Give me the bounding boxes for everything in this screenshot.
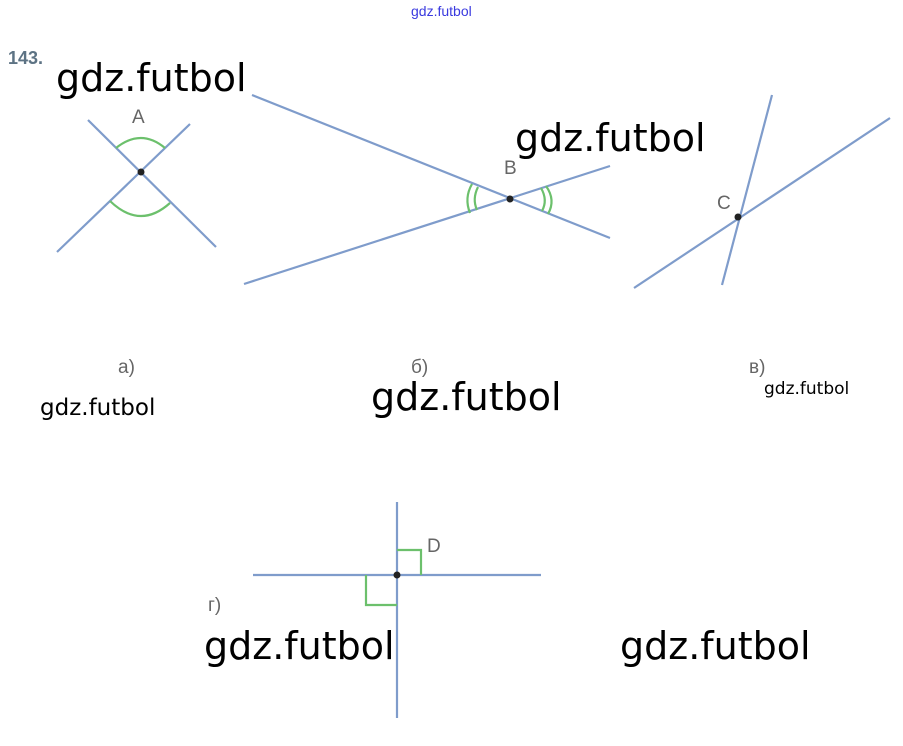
line [56, 123, 191, 253]
figure-g [253, 502, 541, 718]
caption-b: б) [411, 357, 429, 378]
right-angle-mark [397, 548, 423, 575]
problem-number: 143. [8, 48, 44, 68]
point-label-b: B [504, 158, 517, 179]
caption-g: г) [208, 595, 222, 616]
angle-arc [115, 136, 166, 149]
angle-arc [466, 183, 473, 214]
line [87, 119, 217, 248]
watermark: gdz.futbol [764, 379, 850, 399]
watermark: gdz.futbol [40, 395, 156, 421]
point-label-a: A [132, 107, 145, 128]
caption-a: а) [118, 357, 135, 378]
caption-v: в) [749, 357, 766, 378]
vertex-point [137, 168, 145, 176]
angle-arc [545, 185, 553, 215]
vertex-point [506, 195, 514, 203]
line [251, 93, 611, 240]
vertex-point [734, 213, 742, 221]
figure-a [56, 119, 217, 253]
line [243, 164, 611, 286]
watermark: gdz.futbol [204, 624, 395, 668]
point-label-c: C [717, 193, 731, 214]
watermark: gdz.futbol [56, 56, 247, 100]
figure-v [633, 94, 891, 289]
watermark: gdz.futbol [371, 375, 562, 419]
point-label-d: D [427, 536, 441, 557]
line [633, 117, 891, 289]
figure-b [243, 93, 611, 286]
right-angle-mark [364, 575, 397, 607]
angle-arc [109, 200, 171, 218]
watermark: gdz.futbol [515, 116, 706, 160]
angle-arc [540, 187, 546, 212]
angle-arc [473, 186, 479, 211]
watermark: gdz.futbol [620, 624, 811, 668]
vertex-point [393, 571, 401, 579]
line [720, 94, 774, 286]
header-link[interactable]: gdz.futbol [411, 3, 472, 19]
